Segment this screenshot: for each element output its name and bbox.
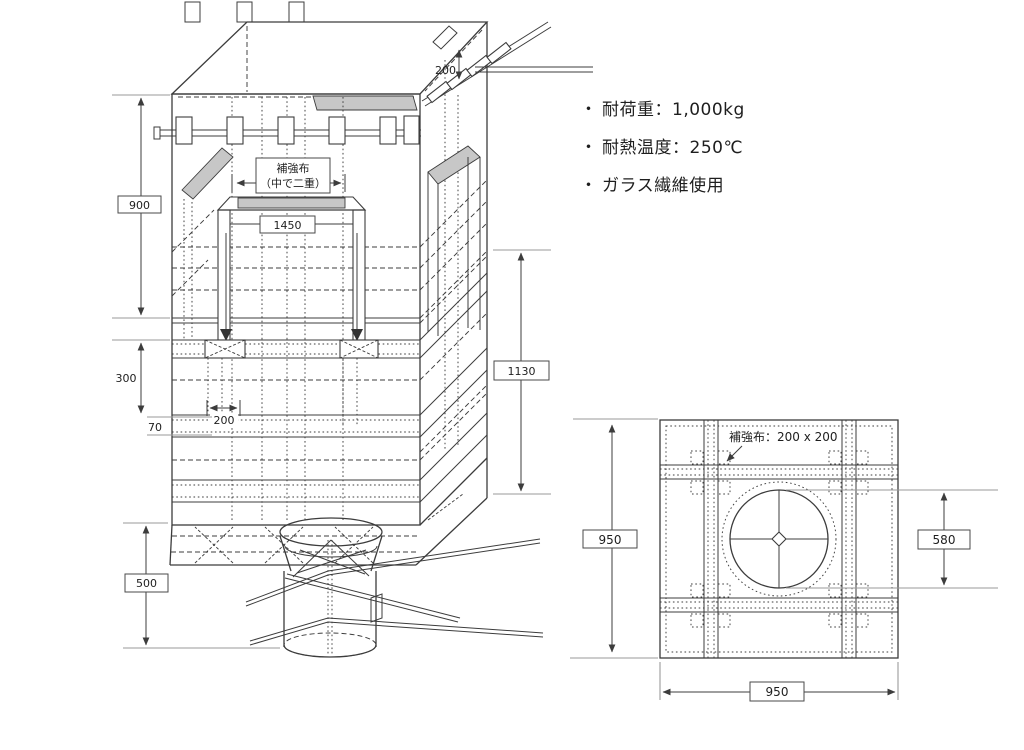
tie-rods [245,538,544,646]
dim-300: 300 [112,339,170,414]
dim-950-bottom-box [749,681,805,702]
discharge-spout [279,517,383,658]
outer-container-outline [169,21,489,566]
top-view-panel [659,419,899,659]
dim-500: 500 [123,522,280,649]
dim-950-bottom-label: 950 [766,685,789,699]
top-view-opening-circle [721,481,837,597]
dim-950-left: 950 [582,424,638,653]
stitch-lines [171,60,488,522]
dim-500-label: 500 [136,577,157,590]
anchor-patches [204,339,379,426]
spec-item-load-text: 耐荷重：1,000kg [602,100,745,120]
spec-list: ・ 耐荷重：1,000kg ・ 耐熱温度：250℃ ・ ガラス繊維使用 [580,99,745,213]
dim-580: 580 [786,489,998,589]
bullet-icon: ・ [580,176,598,196]
dim-300-label: 300 [116,372,137,385]
spec-item-load: ・ 耐荷重：1,000kg [580,99,745,121]
left-corner-sleeve [181,147,234,340]
spec-item-material: ・ ガラス繊維使用 [580,175,745,197]
top-view-reinforcement-label: 補強布：200 x 200 [729,430,838,444]
dim-950-left-label: 950 [599,533,622,547]
top-rod-and-loops [153,21,593,145]
dim-200-strap-label: 200 [214,414,235,427]
dim-1130-box [493,360,550,381]
right-corner-sleeve [427,145,481,336]
spec-item-heat: ・ 耐熱温度：250℃ [580,137,745,159]
right-anchor-arrow [351,329,363,341]
bullet-icon: ・ [580,100,598,120]
spec-item-heat-text: 耐熱温度：250℃ [602,138,744,158]
dim-900-label: 900 [129,199,150,212]
dim-580-label: 580 [933,533,956,547]
top-view-corner-patches [690,450,869,628]
dim-1450: 1450 [230,215,353,234]
top-view-reinforcement-callout: 補強布：200 x 200 [726,430,838,462]
dim-950-left-box [582,529,638,549]
circle-center-diamond [771,531,787,547]
reinforcement-cloth-callout: 補強布 （中で二重） [231,157,346,194]
opening-reinforcement-band [312,95,418,111]
dim-1130-label: 1130 [508,365,536,378]
horizontal-bands [172,250,488,503]
dim-70-label: 70 [148,421,162,434]
bullet-icon: ・ [580,138,598,158]
top-edge-loops [184,1,458,50]
dim-580-box [917,529,971,550]
front-view: 1450 補強布 （中で二重） [112,1,593,658]
dim-900: 900 [112,94,170,319]
dim-1450-label: 1450 [274,219,302,232]
reinforcement-label-line1: 補強布 [277,162,310,175]
dim-1450-box [259,215,316,234]
dim-500-box [124,573,169,593]
dim-950-bottom: 950 [659,662,899,702]
liner-top-reinforcement [237,197,346,209]
dim-70: 70 [147,416,212,436]
inner-liner [216,196,367,341]
dim-200-top-label: 200 [435,64,456,77]
dim-200-strap: 200 [206,400,241,427]
reinforcement-label-box [255,157,331,194]
dim-200-top: 200 [435,49,463,80]
dim-900-box [117,195,162,214]
left-anchor-arrow [220,329,232,341]
bottom-panel-seams [171,493,464,564]
dim-1130: 1130 [493,249,551,495]
spec-item-material-text: ガラス繊維使用 [602,176,725,196]
top-view: 補強布：200 x 200 950 580 950 [570,418,998,702]
reinforcement-label-line2: （中で二重） [260,176,326,190]
